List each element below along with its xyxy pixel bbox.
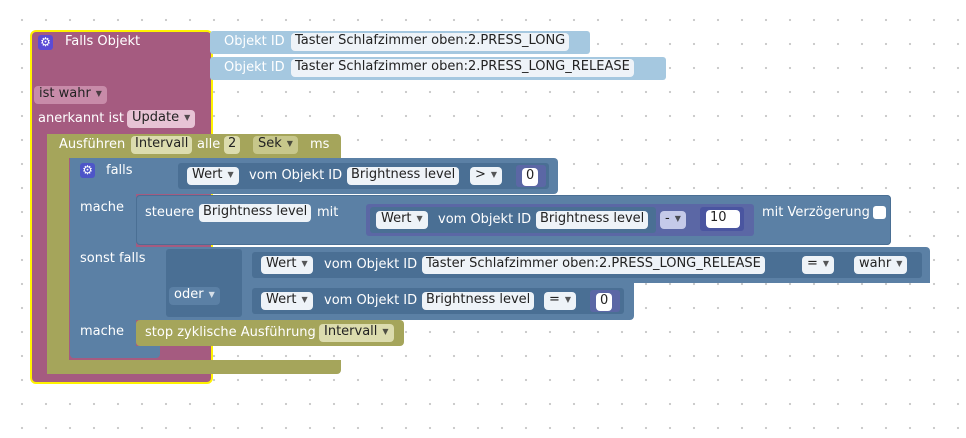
interval-unit-dropdown[interactable]: Sek▼: [253, 136, 298, 154]
delay-label: mit Verzögerung: [762, 205, 870, 220]
or-dropdown[interactable]: oder▼: [169, 287, 220, 305]
cond1-value-field[interactable]: 0: [522, 168, 539, 186]
cond3-op-dropdown[interactable]: =▼: [544, 292, 577, 310]
cond2-op-dropdown[interactable]: =▼: [802, 256, 835, 274]
cond1-wert-dropdown[interactable]: Wert▼: [187, 167, 239, 185]
control-mit-label: mit: [317, 205, 339, 220]
elseif-label: sonst falls: [80, 251, 146, 266]
if-block-bottom: [70, 346, 160, 358]
control-vom-label: vom Objekt ID: [438, 212, 532, 227]
chevron-down-icon: ▼: [95, 89, 102, 98]
cond3-wert-dropdown[interactable]: Wert▼: [261, 292, 313, 310]
or-block[interactable]: [166, 249, 242, 317]
control-object-field[interactable]: Brightness level: [199, 204, 312, 222]
cond1-op-dropdown[interactable]: >▼: [470, 167, 503, 185]
chevron-down-icon: ▼: [822, 259, 830, 268]
cond2-vom-label: vom Objekt ID: [324, 257, 418, 272]
chevron-down-icon: ▼: [490, 170, 498, 179]
cond2-object-field[interactable]: Taster Schlafzimmer oben:2.PRESS_LONG_RE…: [422, 256, 765, 274]
control-src-field[interactable]: Brightness level: [536, 211, 649, 229]
gear-icon[interactable]: ⚙: [38, 35, 53, 50]
interval-block-left: [47, 134, 69, 374]
interval-every-label: alle: [197, 137, 221, 152]
interval-value-field[interactable]: 2: [224, 136, 241, 154]
chevron-down-icon: ▼: [301, 259, 308, 268]
ack-label: anerkannt ist: [38, 111, 125, 126]
chevron-down-icon: ▼: [208, 290, 215, 299]
interval-ms-label: ms: [310, 137, 330, 152]
cond3-vom-label: vom Objekt ID: [324, 293, 418, 308]
stop-interval-dropdown[interactable]: Intervall▼: [319, 324, 394, 342]
control-wert-dropdown[interactable]: Wert▼: [376, 211, 428, 229]
chevron-down-icon: ▼: [227, 170, 234, 179]
delay-checkbox[interactable]: [873, 206, 886, 219]
chevron-down-icon: ▼: [674, 214, 681, 223]
chevron-down-icon: ▼: [896, 259, 903, 268]
cond2-wert-dropdown[interactable]: Wert▼: [261, 256, 313, 274]
chevron-down-icon: ▼: [184, 113, 191, 122]
cond3-value-field[interactable]: 0: [596, 293, 613, 311]
interval-block-bottom: [47, 360, 341, 374]
stop-label: stop zyklische Ausführung: [145, 325, 316, 340]
chevron-down-icon: ▼: [382, 327, 389, 336]
if-label: falls: [106, 163, 133, 178]
do2-label: mache: [80, 324, 125, 339]
object-id-prefix-2: Objekt ID: [224, 60, 285, 75]
cond3-object-field[interactable]: Brightness level: [422, 292, 535, 310]
cond1-object-field[interactable]: Brightness level: [347, 167, 460, 185]
gear-icon[interactable]: ⚙: [80, 163, 95, 178]
ack-dropdown[interactable]: Update▼: [127, 110, 196, 128]
chevron-down-icon: ▼: [416, 214, 423, 223]
cond2-value-dropdown[interactable]: wahr▼: [854, 256, 908, 274]
falls-objekt-title: Falls Objekt: [65, 34, 141, 49]
object-id-value-2[interactable]: Taster Schlafzimmer oben:2.PRESS_LONG_RE…: [291, 59, 634, 77]
chevron-down-icon: ▼: [564, 295, 572, 304]
control-label: steuere: [145, 205, 195, 220]
chevron-down-icon: ▼: [286, 139, 293, 148]
interval-name-field[interactable]: Intervall: [131, 136, 193, 154]
math-value-field[interactable]: 10: [706, 210, 740, 228]
math-op-dropdown[interactable]: -▼: [660, 211, 686, 229]
do-label: mache: [80, 200, 125, 215]
cond1-vom-label: vom Objekt ID: [249, 168, 343, 183]
object-id-value-1[interactable]: Taster Schlafzimmer oben:2.PRESS_LONG: [291, 33, 570, 51]
condition-dropdown[interactable]: ist wahr▼: [34, 86, 107, 104]
interval-run-label: Ausführen: [59, 137, 126, 152]
chevron-down-icon: ▼: [301, 295, 308, 304]
object-id-prefix-1: Objekt ID: [224, 34, 285, 49]
